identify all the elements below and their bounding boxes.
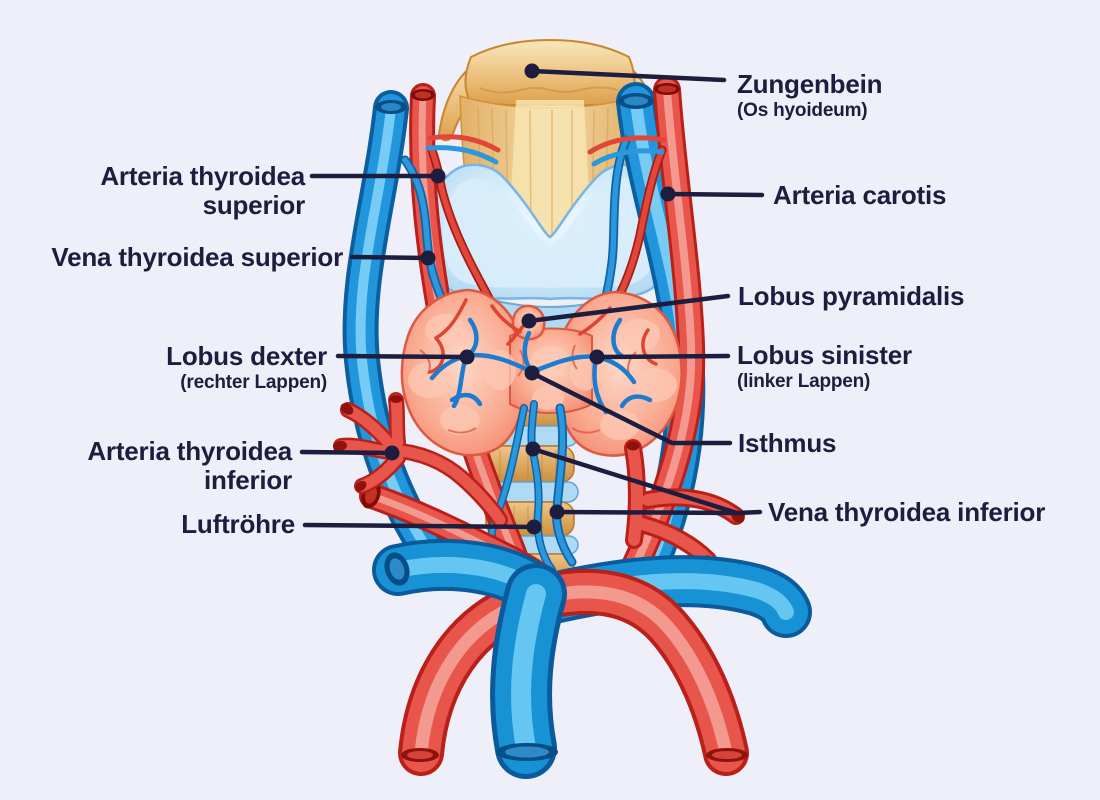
- label-arteria-thyroidea-inferior: Arteria thyroidea inferior: [87, 437, 292, 495]
- label-text: Vena thyroidea superior: [51, 242, 343, 272]
- label-lobus-pyramidalis: Lobus pyramidalis: [738, 281, 965, 311]
- label-arteria-carotis: Arteria carotis: [773, 180, 947, 210]
- gland-arteries: [428, 298, 658, 374]
- thyroid-gland: [400, 288, 683, 457]
- label-lobus-sinister: Lobus sinister (linker Lappen): [737, 341, 912, 393]
- label-lobus-dexter: Lobus dexter (rechter Lappen): [166, 342, 327, 394]
- label-text: superior: [202, 190, 306, 220]
- label-zungenbein: Zungenbein (Os hyoideum): [737, 69, 883, 122]
- label-luftroehre: Luftröhre: [181, 510, 295, 539]
- leader-dots: [384, 63, 676, 535]
- label-arteria-thyroidea-superior: Arteria thyroidea superior: [100, 162, 305, 220]
- label-text: Zungenbein: [737, 69, 883, 99]
- superior-thyroid-vessels: [405, 134, 667, 336]
- label-text: Arteria thyroidea: [100, 161, 305, 191]
- label-isthmus: Isthmus: [738, 429, 836, 458]
- label-text: Luftröhre: [181, 509, 295, 539]
- label-subtext: (Os hyoideum): [737, 100, 868, 121]
- label-text: Vena thyroidea inferior: [768, 497, 1046, 527]
- label-text: Lobus sinister: [737, 340, 912, 370]
- label-text: Lobus dexter: [166, 341, 327, 371]
- leader-lines: [299, 68, 765, 530]
- superior-vena-cava: [521, 594, 536, 748]
- vessel-openings-top: [375, 83, 680, 114]
- label-text: Isthmus: [738, 428, 837, 458]
- label-text: Arteria carotis: [773, 180, 947, 210]
- artery-branch-tips-left: [333, 395, 402, 492]
- label-vena-thyroidea-superior: Vena thyroidea superior: [51, 243, 343, 272]
- vessel-openings-bottom: [384, 552, 748, 762]
- label-text: Arteria thyroidea: [87, 436, 292, 466]
- label-subtext: (linker Lappen): [737, 371, 871, 392]
- label-text: Lobus pyramidalis: [738, 281, 965, 311]
- label-vena-thyroidea-inferior: Vena thyroidea inferior: [768, 498, 1045, 527]
- label-subtext: (rechter Lappen): [180, 372, 327, 393]
- label-text: inferior: [204, 465, 292, 495]
